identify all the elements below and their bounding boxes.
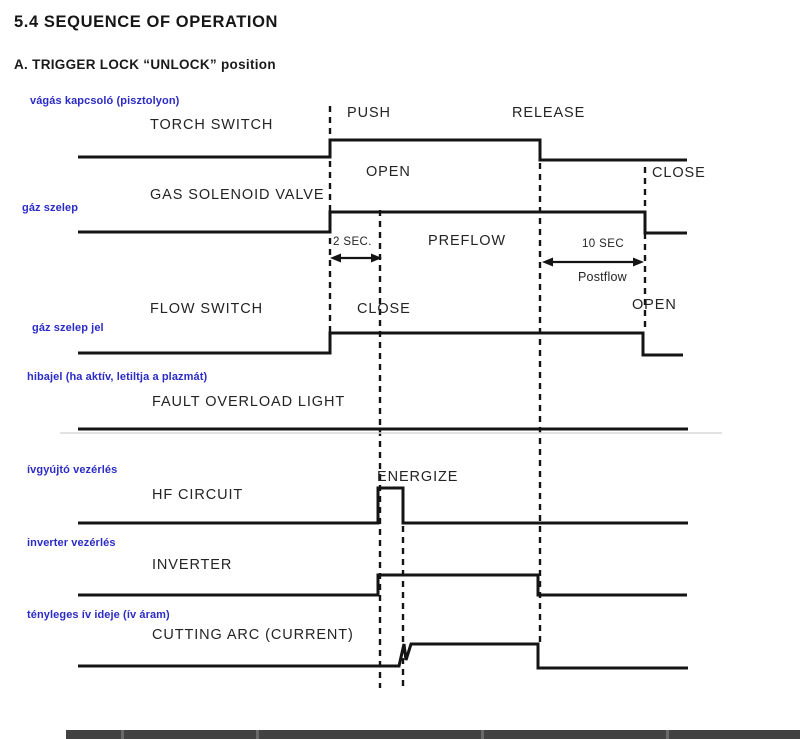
valve-open-annotation: OPEN [366,164,411,180]
cutting-arc-label: CUTTING ARC (CURRENT) [152,627,354,643]
gas-solenoid-valve-hu-label: gáz szelep [22,202,79,214]
two-sec-annotation: 2 SEC. [333,236,372,248]
flow-switch-waveform [78,331,683,357]
flow-switch-label: FLOW SWITCH [150,301,264,317]
flow-switch-hu-label: gáz szelep jel [32,322,104,334]
flow-open-annotation: OPEN [632,297,677,313]
preflow-annotation: PREFLOW [428,233,506,249]
hf-circuit-waveform [78,486,688,525]
cutting-arc-hu-label: tényleges ív ideje (ív áram) [27,609,170,621]
release-annotation: RELEASE [512,105,586,121]
inverter-waveform [78,573,687,597]
hf-circuit-hu-label: ívgyújtó vezérlés [27,464,118,476]
gas-solenoid-valve-label: GAS SOLENOID VALVE [150,187,325,203]
torch-switch-waveform [78,138,687,162]
next-section-cropped-bar [66,730,800,739]
inverter-hu-label: inverter vezérlés [27,537,116,549]
fault-light-label: FAULT OVERLOAD LIGHT [152,394,346,410]
fault-light-hu-label: hibajel (ha aktív, letiltja a plazmát) [27,371,208,383]
ten-sec-annotation: 10 SEC [582,238,625,250]
postflow-annotation: Postflow [578,270,627,284]
subsection-title: A. TRIGGER LOCK “UNLOCK” position [14,57,276,72]
inverter-label: INVERTER [152,557,233,573]
torch-switch-hu-label: vágás kapcsoló (pisztolyon) [30,95,180,107]
section-title: 5.4 SEQUENCE OF OPERATION [14,13,279,31]
cutting-arc-waveform [78,642,688,670]
push-annotation: PUSH [347,105,391,121]
valve-close-annotation: CLOSE [652,165,706,181]
torch-switch-label: TORCH SWITCH [150,117,274,133]
hf-circuit-label: HF CIRCUIT [152,487,244,503]
ten-sec-arrow [542,257,644,267]
energize-annotation: ENERGIZE [377,469,459,485]
gas-solenoid-valve-waveform [78,210,687,235]
two-sec-arrow [330,253,382,263]
flow-close-annotation: CLOSE [357,301,411,317]
